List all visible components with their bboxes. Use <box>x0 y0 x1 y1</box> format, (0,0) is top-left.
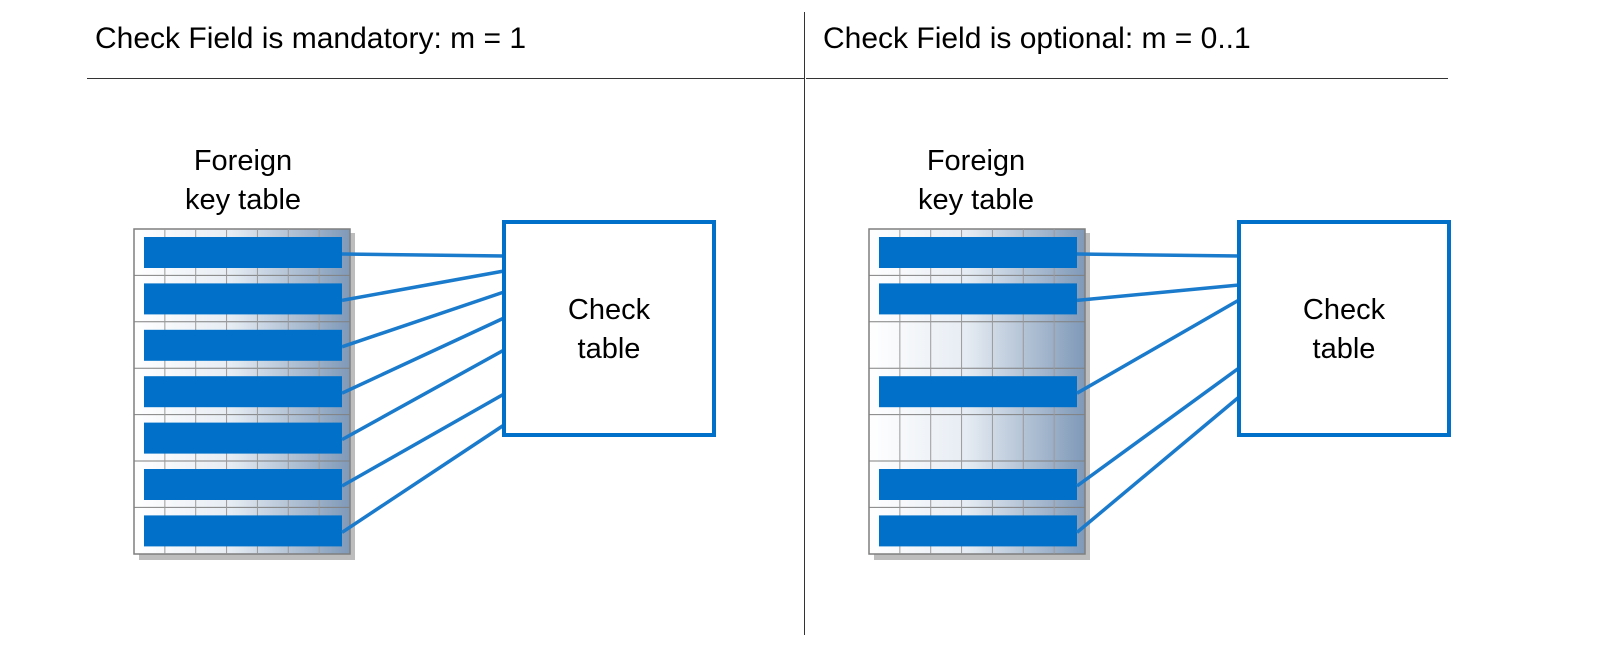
left-diagram <box>133 220 716 560</box>
left-relationship-lines <box>341 252 505 534</box>
right-check-label-line2: table <box>1312 333 1376 365</box>
left-fk-row <box>144 376 342 408</box>
right-link-line <box>1076 298 1240 395</box>
right-diagram <box>868 220 1451 560</box>
left-fk-row <box>144 283 342 315</box>
left-link-line <box>341 252 505 258</box>
right-relationship-lines <box>1075 252 1241 534</box>
left-fk-row <box>144 515 342 547</box>
right-fk-row <box>879 515 1077 547</box>
right-fk-row <box>879 283 1077 315</box>
left-check-label-line1: Check <box>567 294 651 326</box>
left-fk-row <box>144 237 342 268</box>
right-check-table <box>1237 220 1451 437</box>
right-fk-label-line1: Foreign <box>926 145 1026 177</box>
panel-divider <box>804 12 805 635</box>
right-check-label-line1: Check <box>1302 294 1386 326</box>
left-check-table <box>502 220 716 437</box>
right-fk-table-label: Foreign key table <box>876 142 1076 220</box>
left-link-line <box>341 269 505 303</box>
right-heading: Check Field is optional: m = 0..1 <box>823 22 1251 55</box>
right-fk-row <box>879 376 1077 408</box>
left-heading-underline <box>87 78 805 79</box>
left-link-line <box>341 392 505 488</box>
left-fk-row <box>144 329 342 361</box>
right-check-table-label: Check table <box>1239 291 1449 369</box>
right-link-line <box>1076 283 1240 303</box>
left-check-table-label: Check table <box>504 291 714 369</box>
right-link-line <box>1076 252 1240 258</box>
right-link-line <box>1075 395 1241 534</box>
right-panel: Check Field is optional: m = 0..1 Foreig… <box>806 0 1600 645</box>
left-link-line <box>341 290 505 349</box>
left-link-line <box>341 316 505 395</box>
left-link-line <box>341 423 505 534</box>
left-link-line <box>341 348 505 442</box>
left-panel: Check Field is mandatory: m = 1 Foreign … <box>87 22 805 560</box>
left-fk-table-rows <box>144 237 342 547</box>
left-fk-row <box>144 469 342 500</box>
right-link-line <box>1075 366 1241 488</box>
left-fk-label-line2: key table <box>184 184 302 216</box>
right-fk-label-line2: key table <box>917 184 1035 216</box>
right-fk-row <box>879 469 1077 500</box>
left-fk-row <box>144 422 342 454</box>
left-fk-table-label: Foreign key table <box>143 142 343 220</box>
left-fk-label-line1: Foreign <box>193 145 293 177</box>
right-fk-row <box>879 237 1077 268</box>
left-heading: Check Field is mandatory: m = 1 <box>95 22 527 55</box>
right-heading-underline <box>806 78 1448 79</box>
left-check-label-line2: table <box>577 333 641 365</box>
right-fk-table-rows <box>879 237 1077 547</box>
